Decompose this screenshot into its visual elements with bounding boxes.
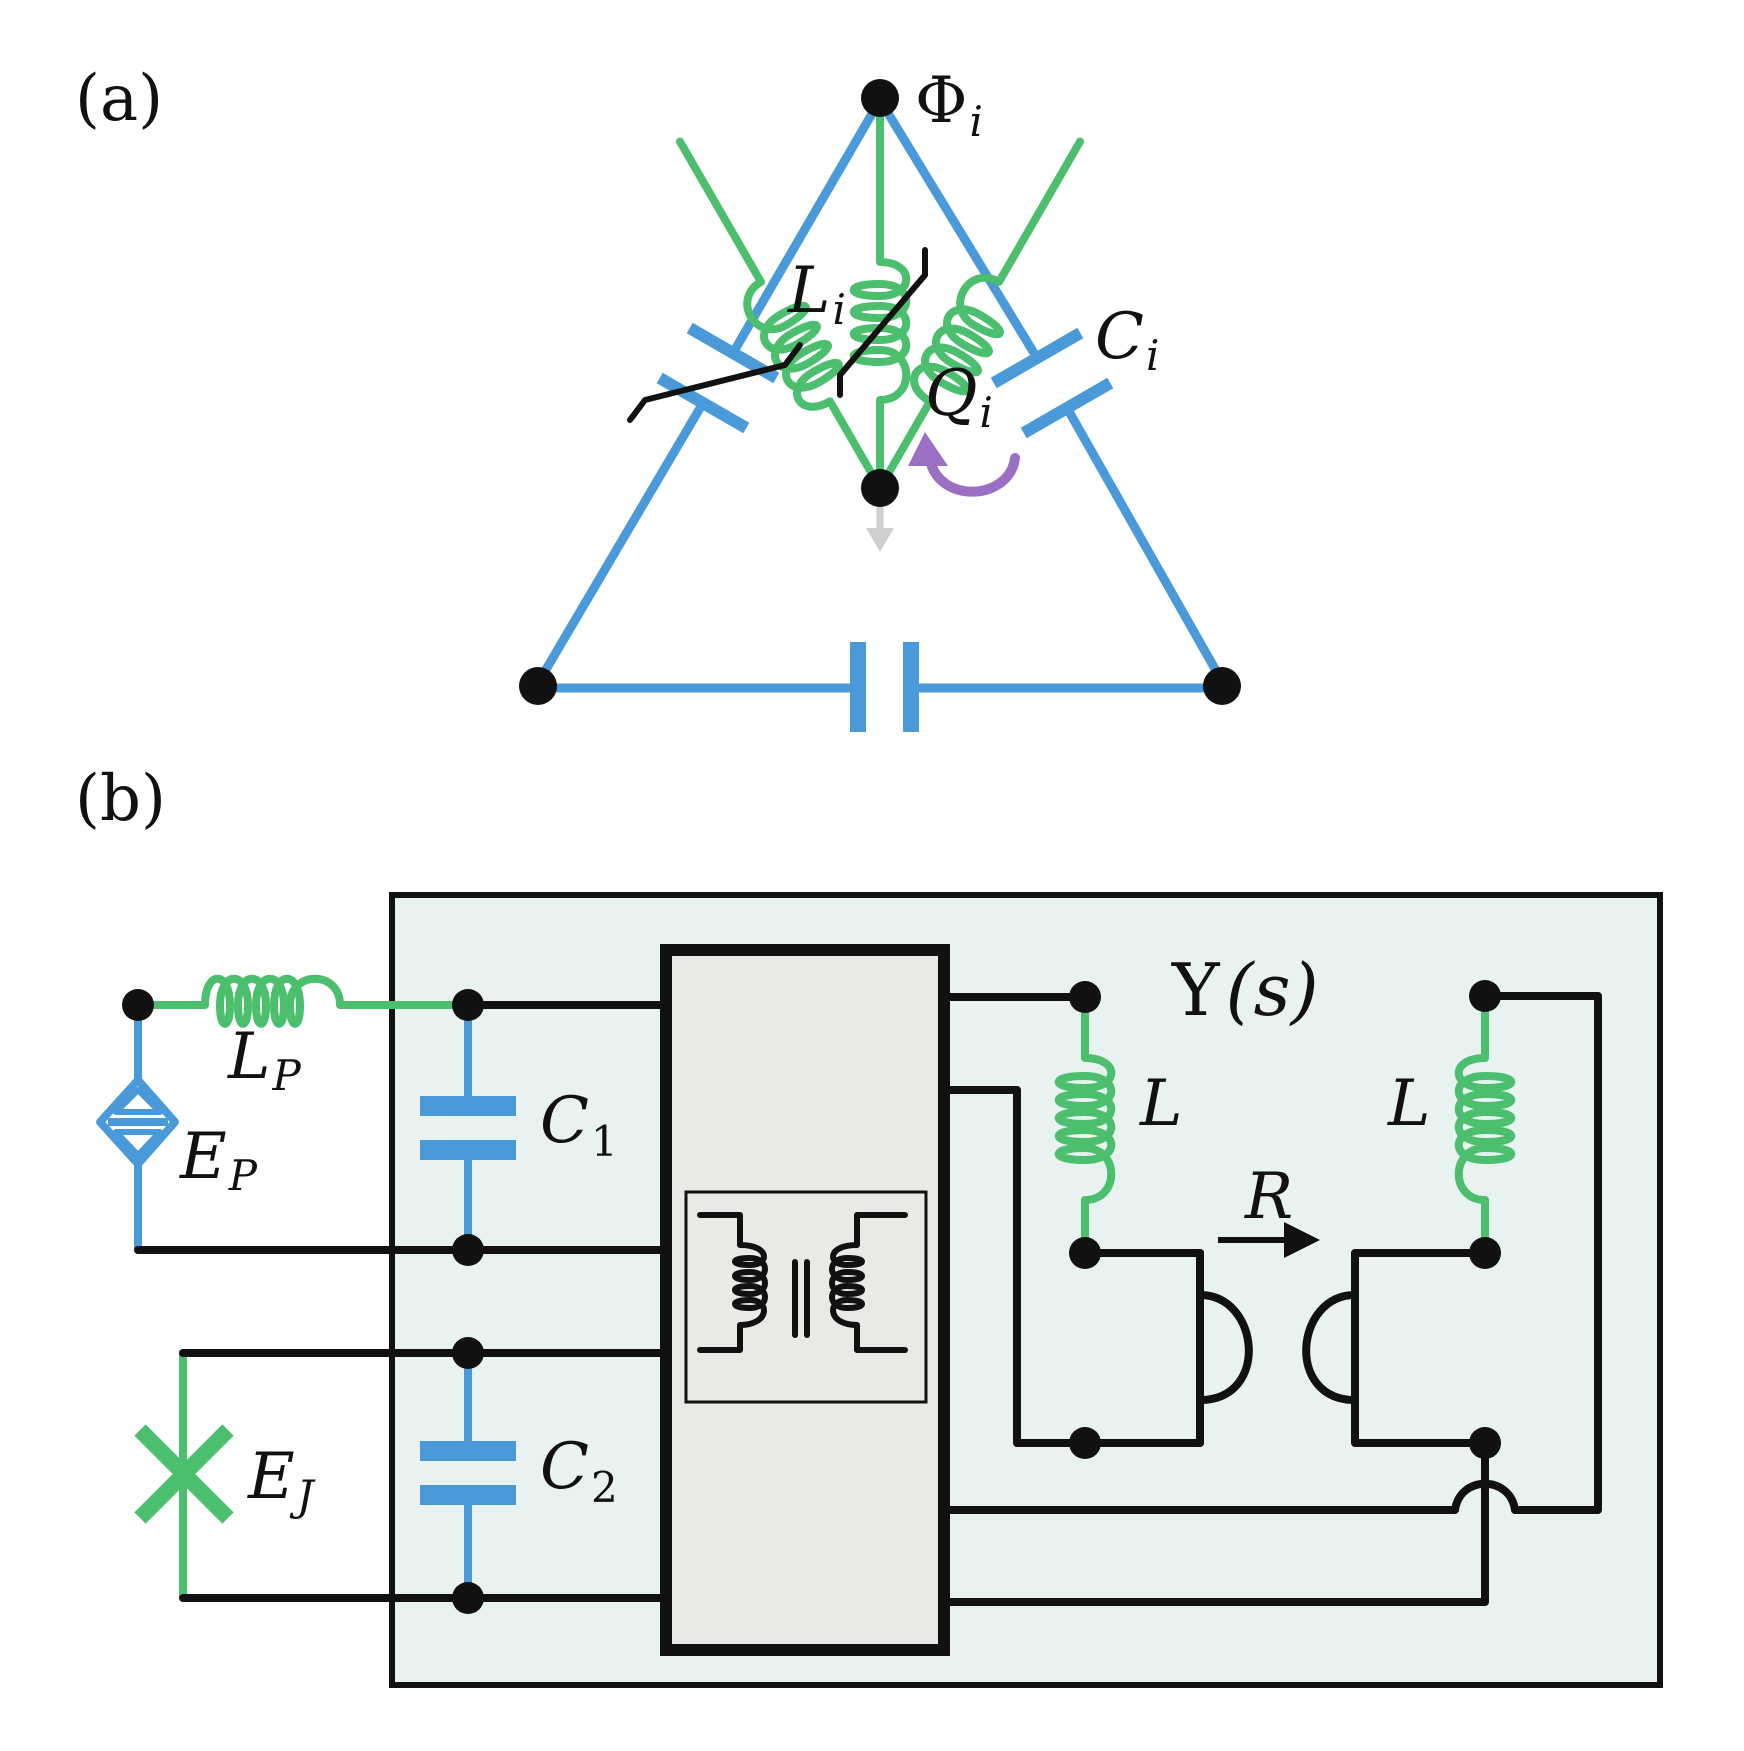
capacitor-C2: [420, 1353, 516, 1598]
transformer-icon: [684, 1190, 928, 1404]
tunable-capacitor-slash: [627, 342, 803, 423]
admittance-box: [389, 892, 1663, 1688]
label-flux: Φi: [915, 64, 983, 146]
left-edge-upper: [728, 95, 885, 358]
left-edge-lower: [533, 398, 708, 688]
capacitor-right-plate-b: [1020, 377, 1114, 439]
node-center: [861, 469, 899, 507]
source-EP: [96, 1005, 179, 1248]
label-admittance: Y(s): [1171, 948, 1319, 1032]
label-inductor: Li: [787, 254, 846, 334]
coupling-element: [1196, 1291, 1359, 1404]
inductor-LP: [134, 974, 472, 1028]
label-L-left: L: [1139, 1067, 1183, 1141]
panel-b-nodes: [122, 980, 1501, 1614]
label-charge: Qi: [925, 357, 993, 437]
inductor-top: [849, 96, 911, 492]
node-bottom-left: [519, 667, 557, 705]
tunable-markers: [627, 247, 928, 423]
node-top: [861, 79, 899, 117]
capacitor-left-plate-b: [656, 372, 750, 434]
capacitor-triangle: [533, 95, 1228, 693]
panel-a: (a): [75, 62, 1241, 732]
tunable-inductor-slash: [837, 247, 928, 398]
label-R: R: [1244, 1160, 1293, 1234]
panel-b: (b): [75, 762, 1663, 1688]
capacitor-bottom-plate-a: [850, 642, 866, 732]
panel-a-nodes: [519, 79, 1241, 705]
label-C2: C2: [540, 1430, 618, 1512]
capacitor-left-plate-a: [686, 322, 780, 384]
inductor-L-left: [1054, 993, 1116, 1257]
label-EJ: EJ: [247, 1440, 316, 1520]
capacitor-right-plate-a: [990, 327, 1084, 389]
label-EP: EP: [179, 1120, 258, 1200]
right-edge-lower: [1062, 403, 1228, 688]
inductor-star: [676, 96, 1084, 492]
ground-arrow: [866, 500, 894, 552]
label-capacitor: Ci: [1095, 300, 1159, 380]
inductor-right: [876, 137, 1084, 492]
junction-EJ: [134, 1353, 234, 1598]
capacitor-bottom-plate-b: [903, 642, 919, 732]
wiring: [134, 992, 1602, 1606]
label-LP: LP: [227, 1020, 302, 1100]
charge-arrow: [908, 432, 1020, 497]
label-C1: C1: [540, 1084, 618, 1166]
right-edge-upper: [875, 95, 1042, 363]
inductor-L-right: [1454, 992, 1516, 1257]
panel-b-label: (b): [75, 762, 166, 836]
panel-a-label: (a): [75, 62, 163, 136]
inductor-left: [676, 137, 884, 492]
capacitor-plates: [656, 322, 1114, 732]
label-L-right: L: [1387, 1067, 1431, 1141]
node-bottom-right: [1203, 667, 1241, 705]
